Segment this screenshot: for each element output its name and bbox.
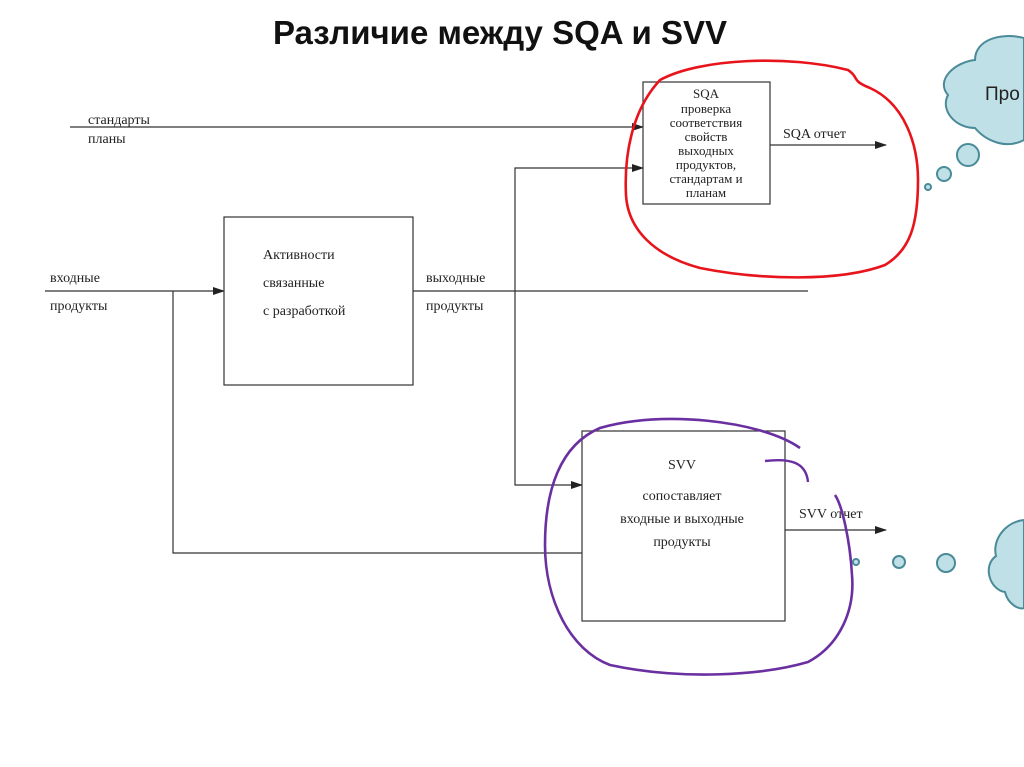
- svv-line1: SVV: [668, 458, 696, 473]
- svv-circle-tail: [764, 459, 810, 483]
- thought-cloud-text: Про: [985, 84, 1020, 105]
- input-label-2: продукты: [50, 299, 108, 314]
- sqa-line-0: SQA: [693, 86, 720, 101]
- dev-box-line2: связанные: [263, 276, 324, 291]
- sqa-line-3: свойств: [685, 129, 728, 144]
- slide-title: Различие между SQA и SVV: [272, 14, 728, 51]
- input-to-svv-connector: [172, 291, 582, 554]
- sqa-report-label: SQA отчет: [783, 127, 846, 142]
- sqa-line-2: соответствия: [670, 115, 742, 130]
- output-label-2: продукты: [426, 299, 484, 314]
- sqa-box-text: SQA проверка соответствия свойств выходн…: [669, 86, 742, 200]
- sqa-line-5: продуктов,: [676, 157, 736, 172]
- svv-box: [581, 430, 786, 622]
- sqa-highlight-circle: [624, 59, 920, 279]
- sqa-line-4: выходных: [678, 143, 734, 158]
- dev-box-line1: Активности: [263, 248, 335, 263]
- dev-activities-box: [223, 216, 414, 386]
- thought-cloud-bottom: [852, 518, 1024, 610]
- to-svv-connector: [514, 291, 583, 489]
- to-sqa-connector: [514, 164, 644, 291]
- svv-line4: продукты: [653, 535, 711, 550]
- svv-line2: сопоставляет: [643, 489, 722, 504]
- plans-label: планы: [88, 132, 126, 147]
- sqa-box: [642, 81, 771, 205]
- input-label-1: входные: [50, 271, 100, 286]
- sqa-line-7: планам: [686, 185, 726, 200]
- dev-box-line3: с разработкой: [263, 304, 346, 319]
- sqa-line-6: стандартам и: [669, 171, 742, 186]
- svv-line3: входные и выходные: [620, 512, 744, 527]
- svv-highlight-circle: [543, 417, 854, 676]
- standards-label: стандарты: [88, 113, 150, 128]
- sqa-line-1: проверка: [681, 101, 731, 116]
- thought-cloud-top: Про: [924, 35, 1024, 191]
- svv-report-label: SVV отчет: [799, 507, 863, 522]
- output-label-1: выходные: [426, 271, 485, 286]
